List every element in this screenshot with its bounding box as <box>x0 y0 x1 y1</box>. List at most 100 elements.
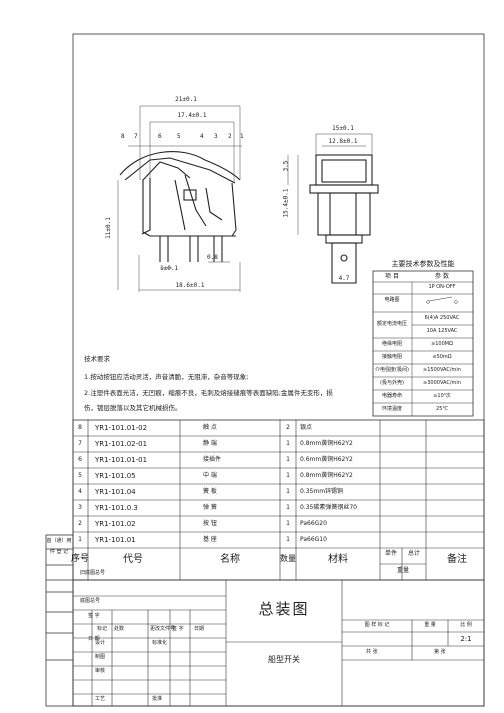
side-old-drawing: 旧底图总号 <box>80 570 106 576</box>
bom-code: YR1-101.04 <box>95 488 136 496</box>
side-drawing-no: 底图总号 <box>80 598 101 604</box>
bom-qty: 1 <box>286 504 290 511</box>
bom-qty: 1 <box>286 488 290 495</box>
dim-11: 11±0.1 <box>104 217 112 239</box>
balloon-3: 3 <box>214 133 218 140</box>
bom-name: 静 端 <box>203 440 217 447</box>
tb-sheet-total: 共 张 <box>366 649 378 655</box>
tb-sign: 签 字 <box>172 626 184 632</box>
bom-code: YR1-101.05 <box>95 472 136 480</box>
tb-mark: 标记 <box>97 626 108 632</box>
bom-no: 7 <box>78 440 82 447</box>
bom-qty: 1 <box>286 472 290 479</box>
spec-value-rating-2: 10A 125VAC <box>426 328 458 334</box>
bom-material: 0.6mm黄铜H62Y2 <box>300 456 353 463</box>
dim-15: 15±0.1 <box>332 125 354 132</box>
bom-header-single: 单件 <box>384 550 398 557</box>
bom-qty: 1 <box>286 520 290 527</box>
bom-name: 弹 簧 <box>203 504 217 511</box>
spec-label-dielectric-poles: 介电强度(极间) <box>375 367 409 373</box>
side-register: 件 登 记 <box>49 549 69 555</box>
bom-no: 8 <box>78 424 82 431</box>
balloon-7: 7 <box>134 133 138 140</box>
tb-sample-mark: 图 样 标 记 <box>364 622 390 628</box>
bom-header-weight: 重量 <box>396 567 410 574</box>
spec-label-rating: 额定电流电压 <box>376 321 408 327</box>
bom-header-code: 代号 <box>123 554 143 565</box>
dim-21: 21±0.1 <box>175 96 197 103</box>
bom-qty: 1 <box>286 456 290 463</box>
bom-header-qty: 数量 <box>280 554 296 563</box>
balloon-6: 6 <box>158 133 162 140</box>
bom-name: 中 端 <box>203 472 217 479</box>
tb-role-process: 工艺 <box>95 696 106 702</box>
bom-qty: 2 <box>286 424 290 431</box>
tb-change-doc: 更改文件号 <box>150 626 176 632</box>
spec-value-life: ≥10⁴次 <box>433 393 451 399</box>
bom-header-note: 备注 <box>447 554 467 565</box>
specs-header-item: 项 目 <box>385 273 399 280</box>
bom-name: 基 座 <box>203 536 217 543</box>
spec-label-circuit: 电路图 <box>384 297 400 303</box>
bom-code: YR1-101.01-01 <box>95 456 148 464</box>
bom-material: 0.8mm黄铜H62Y2 <box>300 472 353 479</box>
bom-material: 银点 <box>300 424 313 431</box>
bom-code: YR1-101.0.3 <box>95 504 138 512</box>
tb-role-draw: 制图 <box>95 654 106 660</box>
dim-12-8: 12.8±0.1 <box>328 138 358 145</box>
spec-label-insulation: 绝缘电阻 <box>381 341 403 347</box>
spec-label-dielectric-case: (极与外壳) <box>380 380 404 386</box>
bom-material: Pa66G10 <box>300 536 327 543</box>
drawing-title: 总装图 <box>258 600 310 618</box>
tb-scale-value: 2:1 <box>460 635 472 643</box>
bom-no: 3 <box>78 504 82 511</box>
requirement-line-2: 2.注塑件表面光洁，无凹痕，缩痕不良，毛刺及熔接缝痕等表面缺陷;金属件无变形，损 <box>84 389 333 397</box>
balloon-5: 5 <box>177 133 181 140</box>
spec-value-circuit: 1P ON-OFF <box>428 284 456 290</box>
dim-15-4: 15.4±0.1 <box>282 188 290 218</box>
specs-header-value: 参 数 <box>435 273 449 280</box>
spec-label-temperature: 环境温度 <box>381 406 403 412</box>
requirement-line-1: 1.按动按钮应活动灵活，声音清脆，无阻滞，杂音等现象; <box>84 373 249 381</box>
tb-date: 日期 <box>194 626 205 632</box>
balloon-1: 1 <box>240 133 244 140</box>
dim-17-4: 17.4±0.1 <box>177 112 207 119</box>
tb-sheet-number: 第 张 <box>434 649 446 655</box>
side-sign: 签 字 <box>88 613 100 619</box>
bom-no: 6 <box>78 456 82 463</box>
requirements-heading: 技术要求 <box>84 355 110 363</box>
bom-header-no: 序号 <box>70 554 90 564</box>
dim-3-5: 3.5 <box>282 160 290 172</box>
tb-role-standard: 标准化 <box>152 640 168 646</box>
dim-0-8: 0.8 <box>207 254 218 261</box>
front-view <box>119 151 241 262</box>
tb-weight: 重 量 <box>424 622 436 628</box>
bom-qty: 1 <box>286 440 290 447</box>
requirement-line-3: 伤，镀层脱落以及其它机械损伤。 <box>84 404 182 412</box>
bom-code: YR1-101.01 <box>95 536 136 544</box>
spec-value-rating-1: 6(4)A 250VAC <box>424 315 460 321</box>
balloon-4: 4 <box>200 133 204 140</box>
spec-value-insulation: ≥100MΩ <box>431 341 453 347</box>
bom-no: 2 <box>78 520 82 527</box>
spec-value-dielectric-poles: ≥1500VAC/min <box>423 367 461 373</box>
side-view <box>309 154 379 284</box>
dim-4-7: 4.7 <box>338 275 350 282</box>
spec-value-contact: ≤50mΩ <box>432 354 452 360</box>
bom-material: 0.35mm锌锡铜 <box>300 488 344 495</box>
bom-header-name: 名称 <box>220 554 240 565</box>
drawing-subtitle: 船型开关 <box>268 655 300 664</box>
spec-value-temperature: 25℃ <box>436 406 448 412</box>
bom-name: 按 钮 <box>203 520 217 527</box>
tb-count: 处数 <box>114 626 125 632</box>
bom-code: YR1-101.02 <box>95 520 136 528</box>
bom-header-total: 总计 <box>407 550 421 557</box>
balloon-2: 2 <box>228 133 232 140</box>
bom-header-material: 材料 <box>328 554 348 565</box>
bom-material: 0.35碳素弹簧钢丝70 <box>300 504 357 511</box>
bom-qty: 1 <box>286 536 290 543</box>
bom-name: 触 点 <box>203 424 217 431</box>
tb-role-design: 设计 <box>95 640 106 646</box>
spec-label-contact: 接触电阻 <box>381 354 403 360</box>
side-date: 日 期 <box>88 636 100 642</box>
